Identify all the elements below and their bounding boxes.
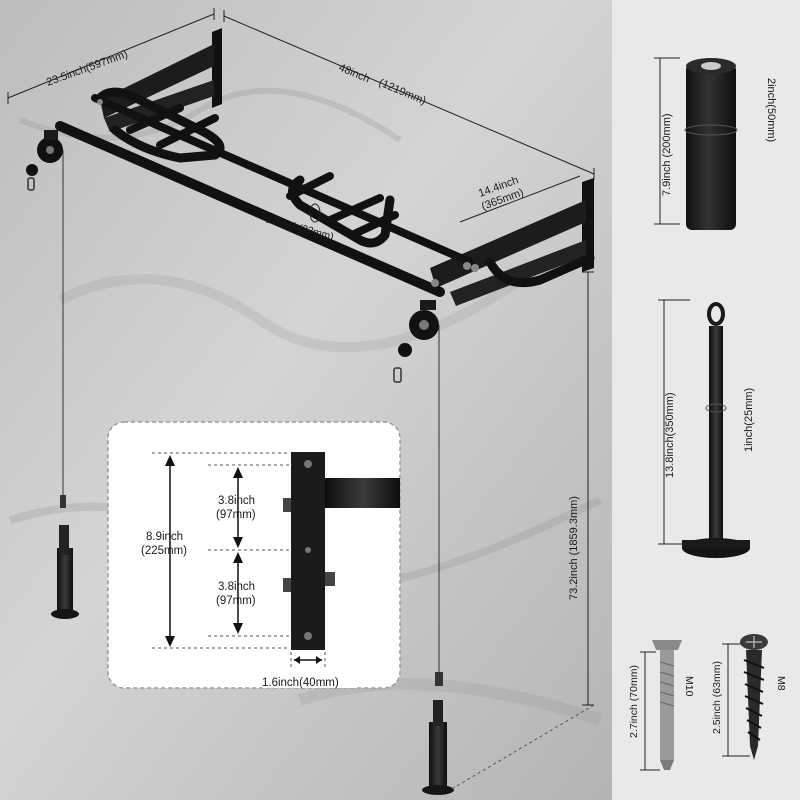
expansion-bolt — [640, 640, 682, 771]
inset-upper-mm: (97mm) — [216, 509, 256, 521]
expansion-bolt-length: 2.7inch (70mm) — [628, 665, 640, 738]
wood-screw-size: M8 — [775, 676, 787, 691]
bar-stub — [325, 478, 400, 508]
inset-lower-mm: (97mm) — [216, 595, 256, 607]
mount-height-dimension: 73.2inch (1859.3mm) — [449, 271, 595, 791]
inset-total-mm: (225mm) — [141, 545, 187, 557]
left-wall-plate — [212, 28, 222, 108]
loading-pin-diameter: 1inch(25mm) — [743, 388, 755, 452]
wood-screw-length: 2.5inch (63mm) — [711, 661, 723, 734]
right-loading-pin — [429, 722, 447, 786]
left-loading-pin — [57, 548, 73, 610]
left-pulley-system — [26, 130, 79, 619]
wall-plate-inset — [107, 421, 401, 689]
mount-height-label: 73.2inch (1859.3mm) — [568, 496, 580, 600]
right-pulley-system — [393, 300, 454, 795]
wood-screw — [722, 634, 768, 760]
pull-up-bar — [55, 28, 595, 306]
inset-upper-inch: 3.8inch — [218, 495, 255, 507]
loading-pin-accessory — [658, 299, 750, 558]
loading-pin-length: 13.8inch(350mm) — [664, 392, 676, 478]
inset-lower-inch: 3.8inch — [218, 581, 255, 593]
inset-plate-width: 1.6inch(40mm) — [262, 677, 339, 689]
foam-sleeve — [654, 57, 738, 230]
expansion-bolt-size: M10 — [683, 676, 695, 697]
inset-total-inch: 8.9inch — [146, 531, 183, 543]
foam-sleeve-diameter: 2inch(50mm) — [765, 78, 777, 142]
foam-sleeve-length: 7.9inch (200mm) — [661, 113, 673, 196]
